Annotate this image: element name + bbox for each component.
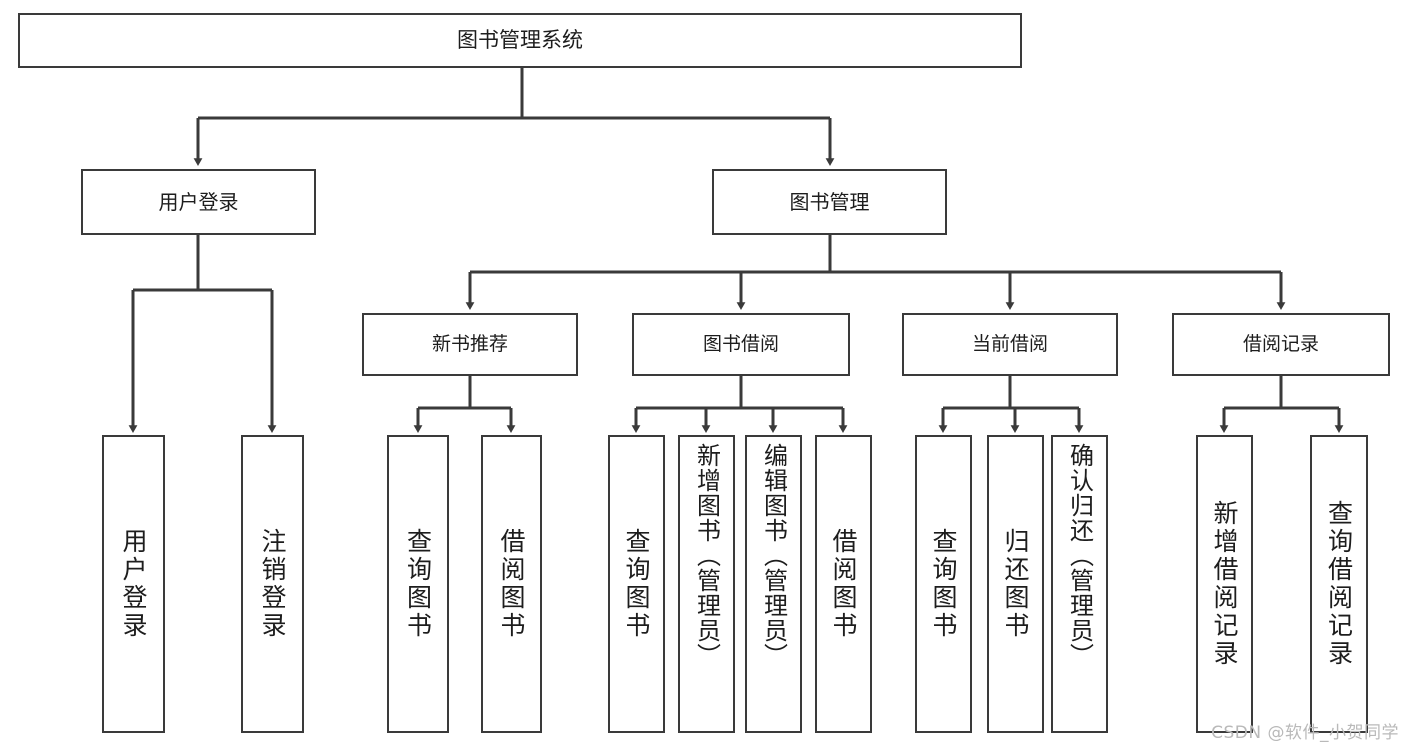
leaf-label: 用户登录	[119, 528, 148, 640]
leaf-label: 查询借阅记录	[1324, 500, 1354, 668]
node-borrowing-record[interactable]: 借阅记录	[1172, 313, 1390, 376]
node-label: 新书推荐	[431, 332, 508, 355]
leaf-label: 借阅图书	[829, 528, 858, 640]
leaf-borrow-book-recommend[interactable]: 借阅图书	[481, 435, 542, 733]
leaf-logout-login[interactable]: 注销登录	[241, 435, 304, 733]
leaf-label: 归还图书	[1001, 528, 1030, 640]
node-label: 借阅记录	[1242, 332, 1319, 355]
node-label: 图书借阅	[702, 332, 779, 355]
node-label: 图书管理系统	[457, 28, 583, 53]
leaf-label: 编辑图书（管理员）	[759, 443, 788, 668]
leaf-borrow-book[interactable]: 借阅图书	[815, 435, 872, 733]
leaf-label: 新增借阅记录	[1210, 500, 1239, 668]
leaf-confirm-return-admin[interactable]: 确认归还（管理员）	[1051, 435, 1108, 733]
watermark: CSDN @软件_小贺同学	[1211, 723, 1399, 743]
leaf-label: 查询图书	[622, 528, 651, 640]
leaf-user-login[interactable]: 用户登录	[102, 435, 165, 733]
node-label: 当前借阅	[971, 332, 1048, 355]
leaf-query-book-borrow[interactable]: 查询图书	[608, 435, 665, 733]
leaf-query-borrow-record[interactable]: 查询借阅记录	[1310, 435, 1368, 733]
node-label: 图书管理	[789, 189, 870, 214]
leaf-label: 查询图书	[403, 528, 433, 640]
leaf-label: 查询图书	[929, 528, 958, 640]
node-book-borrowing[interactable]: 图书借阅	[632, 313, 850, 376]
leaf-return-book[interactable]: 归还图书	[987, 435, 1044, 733]
leaf-query-book-current[interactable]: 查询图书	[915, 435, 972, 733]
leaf-label: 借阅图书	[497, 528, 526, 640]
leaf-label: 确认归还（管理员）	[1065, 443, 1094, 668]
leaf-edit-book-admin[interactable]: 编辑图书（管理员）	[745, 435, 802, 733]
leaf-add-borrow-record[interactable]: 新增借阅记录	[1196, 435, 1253, 733]
node-current-borrowing[interactable]: 当前借阅	[902, 313, 1118, 376]
leaf-query-book-recommend[interactable]: 查询图书	[387, 435, 449, 733]
node-new-book-recommendation[interactable]: 新书推荐	[362, 313, 578, 376]
node-user-login[interactable]: 用户登录	[81, 169, 316, 235]
node-label: 用户登录	[158, 189, 239, 214]
leaf-label: 新增图书（管理员）	[692, 443, 721, 668]
node-book-management[interactable]: 图书管理	[712, 169, 947, 235]
leaf-label: 注销登录	[258, 528, 287, 640]
node-root-book-management-system[interactable]: 图书管理系统	[18, 13, 1022, 68]
leaf-add-book-admin[interactable]: 新增图书（管理员）	[678, 435, 735, 733]
